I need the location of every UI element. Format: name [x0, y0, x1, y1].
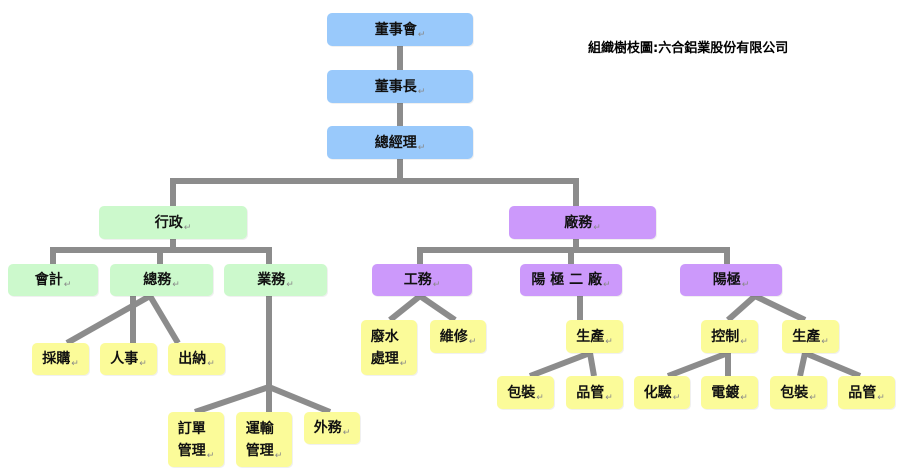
paragraph-mark-icon: ↵ [417, 87, 426, 97]
node-admin: 行政↵ [99, 206, 247, 239]
node-engineering: 工務↵ [372, 264, 472, 296]
node-wastewater-treatment: 廢水 處理↵ [361, 320, 417, 375]
node-label: 包裝 [507, 384, 536, 401]
paragraph-mark-icon: ↵ [139, 359, 147, 369]
paragraph-mark-icon: ↵ [417, 30, 426, 40]
node-factory: 廠務↵ [509, 206, 656, 239]
node-chairman: 董事長↵ [327, 70, 473, 103]
node-general-manager: 總經理↵ [327, 126, 473, 159]
node-plating: 電鍍↵ [701, 376, 758, 409]
paragraph-mark-icon: ↵ [206, 451, 215, 461]
node-production-a: 生產↵ [566, 320, 623, 353]
paragraph-mark-icon: ↵ [342, 428, 351, 438]
paragraph-mark-icon: ↵ [809, 393, 817, 403]
node-transport-management: 運輸 管理↵ [236, 412, 292, 467]
paragraph-mark-icon: ↵ [468, 337, 477, 347]
node-label: 業務 [257, 272, 286, 288]
paragraph-mark-icon: ↵ [672, 393, 681, 403]
node-personnel: 人事↵ [100, 343, 157, 375]
paragraph-mark-icon: ↵ [274, 451, 283, 461]
paragraph-mark-icon: ↵ [605, 393, 613, 403]
node-control: 控制↵ [701, 320, 758, 353]
node-label: 工務 [403, 272, 432, 288]
chart-title: 組織樹枝圖:六合鋁業股份有限公司 [588, 41, 789, 56]
node-anode-plant-2: 陽 極 二 廠↵ [520, 264, 622, 296]
node-label: 行政 [154, 214, 183, 231]
node-accounting: 會計↵ [8, 264, 98, 296]
node-label: 電鍍 [711, 384, 740, 401]
node-general-affairs: 總務↵ [110, 264, 213, 296]
node-outsourcing: 外務↵ [304, 412, 360, 444]
node-label: 品管 [848, 384, 877, 401]
paragraph-mark-icon: ↵ [593, 223, 601, 233]
paragraph-mark-icon: ↵ [536, 393, 544, 403]
paragraph-mark-icon: ↵ [603, 280, 611, 290]
node-label: 生產 [792, 328, 821, 345]
paragraph-mark-icon: ↵ [286, 280, 294, 290]
node-label: 董事會 [374, 21, 417, 38]
node-label: 訂單 管理 [177, 420, 206, 459]
node-label: 維修 [439, 328, 468, 345]
paragraph-mark-icon: ↵ [183, 223, 192, 233]
paragraph-mark-icon: ↵ [821, 337, 829, 347]
paragraph-mark-icon: ↵ [207, 359, 215, 369]
node-maintenance: 維修↵ [430, 320, 486, 353]
paragraph-mark-icon: ↵ [740, 393, 748, 403]
node-label: 生產 [576, 328, 605, 345]
node-packaging-b: 包裝↵ [770, 376, 827, 409]
node-label: 運輸 管理 [245, 420, 274, 459]
node-label: 外務 [313, 420, 342, 436]
node-chemical-test: 化驗↵ [634, 376, 690, 409]
node-label: 陽 極 二 廠 [531, 272, 603, 288]
paragraph-mark-icon: ↵ [740, 337, 748, 347]
node-order-management: 訂單 管理↵ [168, 412, 224, 467]
node-production-b: 生產↵ [782, 320, 839, 353]
node-label: 化驗 [643, 384, 672, 401]
paragraph-mark-icon: ↵ [605, 337, 613, 347]
node-label: 陽極 [712, 272, 741, 288]
node-label: 會計 [34, 272, 63, 288]
node-anode: 陽極↵ [680, 264, 782, 296]
node-cashier: 出納↵ [168, 343, 225, 375]
paragraph-mark-icon: ↵ [172, 280, 180, 290]
node-label: 人事 [110, 351, 139, 367]
node-qc-a: 品管↵ [566, 376, 623, 409]
node-label: 總務 [143, 272, 172, 288]
paragraph-mark-icon: ↵ [71, 359, 79, 369]
node-label: 總經理 [374, 134, 417, 151]
node-board: 董事會↵ [327, 13, 473, 46]
paragraph-mark-icon: ↵ [432, 280, 441, 290]
node-label: 包裝 [780, 384, 809, 401]
node-label: 董事長 [374, 78, 417, 95]
paragraph-mark-icon: ↵ [741, 280, 750, 290]
paragraph-mark-icon: ↵ [399, 359, 408, 369]
node-qc-b: 品管↵ [838, 376, 895, 409]
node-label: 廢水 處理 [370, 328, 399, 367]
paragraph-mark-icon: ↵ [417, 143, 426, 153]
node-label: 採購 [42, 351, 71, 367]
node-label: 控制 [711, 328, 740, 345]
paragraph-mark-icon: ↵ [63, 280, 72, 290]
node-label: 品管 [576, 384, 605, 401]
node-business: 業務↵ [224, 264, 327, 296]
paragraph-mark-icon: ↵ [877, 393, 885, 403]
node-label: 廠務 [564, 214, 593, 231]
node-purchasing: 採購↵ [32, 343, 89, 375]
node-packaging-a: 包裝↵ [497, 376, 554, 409]
node-label: 出納 [178, 351, 207, 367]
